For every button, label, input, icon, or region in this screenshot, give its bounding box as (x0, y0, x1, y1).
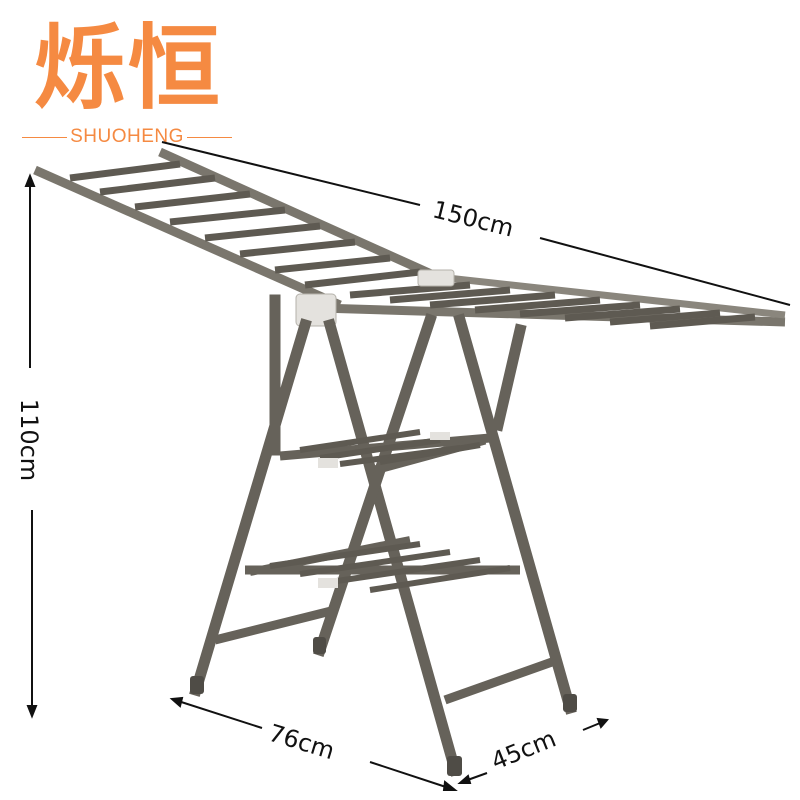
height-dimension-label: 110cm (15, 398, 44, 482)
left-wing (33, 147, 442, 310)
brand-divider-left (22, 136, 68, 138)
feet (190, 637, 577, 776)
bottom-crossbars (213, 605, 554, 705)
brand-tagline-row: SHUOHENG (22, 126, 233, 148)
dimension-lines (24, 141, 791, 791)
brand-name-en: SHUOHENG (70, 126, 184, 147)
lower-shelf (245, 536, 520, 593)
upper-shelf (279, 429, 491, 475)
shelf-brackets (318, 432, 450, 588)
right-wing (319, 271, 786, 330)
frame-legs (189, 294, 577, 777)
brand-name-cn: 烁恒 (34, 15, 223, 122)
brand-divider-right (186, 136, 233, 138)
brand-logo: 烁恒 SHUOHENG (20, 8, 240, 148)
hinge-plates (295, 269, 455, 327)
